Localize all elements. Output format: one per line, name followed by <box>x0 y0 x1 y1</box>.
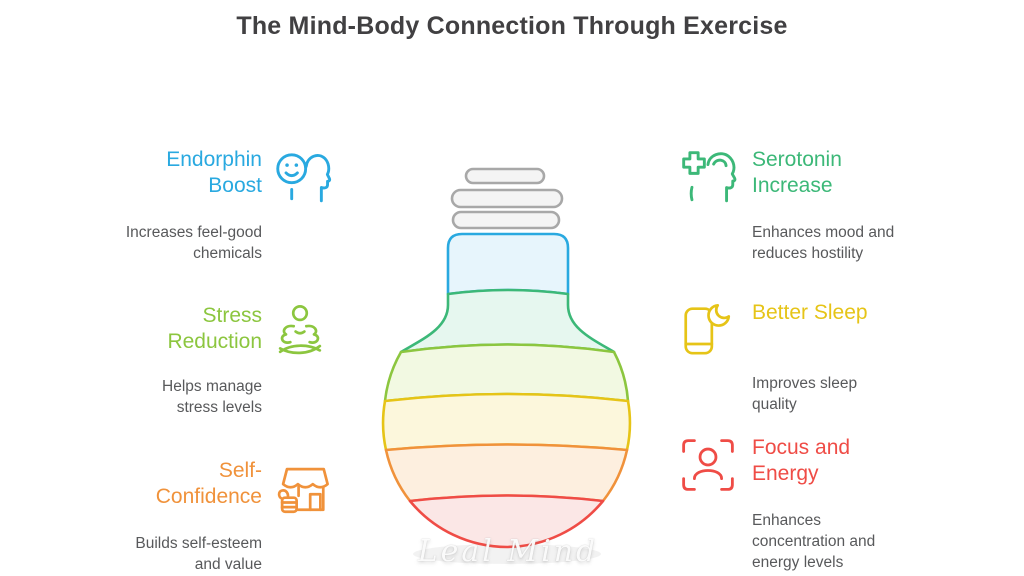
item-description: Builds self-esteem and value <box>135 535 262 573</box>
item-description: Increases feel-good chemicals <box>125 224 262 262</box>
item-description: Helps manage stress levels <box>162 378 262 416</box>
bulb-band-red <box>408 494 605 549</box>
meditating-person-icon <box>270 303 336 361</box>
bulb-band-blue <box>446 232 570 296</box>
item-stress-reduction: Stress Reduction Helps manage stress lev… <box>98 303 336 418</box>
item-better-sleep: Better Sleep Improves sleep quality <box>678 300 930 415</box>
head-with-smiley-face-icon <box>270 147 336 207</box>
person-in-focus-frame-icon <box>678 435 738 495</box>
item-description: Enhances mood and reduces hostility <box>752 224 895 262</box>
bulb-shadow <box>413 544 601 564</box>
item-heading: Focus and Energy <box>752 436 851 485</box>
bulb-base <box>450 167 564 230</box>
bulb-base-bar <box>451 210 561 230</box>
bulb-band-yellow-green <box>383 343 630 403</box>
item-heading: Better Sleep <box>752 301 868 324</box>
lightbulb-graphic <box>381 167 632 564</box>
item-heading: Stress Reduction <box>167 304 262 353</box>
item-serotonin-increase: Serotonin Increase Enhances mood and red… <box>678 147 930 264</box>
storefront-with-thumbs-up-icon <box>270 458 336 518</box>
item-heading: Self- Confidence <box>155 459 262 508</box>
head-with-plus-icon <box>678 147 738 207</box>
item-heading: Endorphin Boost <box>166 148 262 197</box>
item-description: Enhances concentration and energy levels <box>752 512 876 571</box>
item-description: Improves sleep quality <box>752 375 858 413</box>
phone-with-moon-icon <box>678 300 738 358</box>
bulb-band-yellow <box>381 392 632 452</box>
bulb-base-bar <box>450 188 564 209</box>
item-endorphin-boost: Endorphin Boost Increases feel-good chem… <box>98 147 336 264</box>
item-heading: Serotonin Increase <box>752 148 842 197</box>
page-title: The Mind-Body Connection Through Exercis… <box>236 12 788 40</box>
bulb-base-bar <box>464 167 546 185</box>
item-focus-and-energy: Focus and Energy Enhances concentration … <box>678 435 930 573</box>
bulb-band-green <box>399 288 616 354</box>
bulb-bands <box>381 232 632 549</box>
bulb-band-orange <box>384 443 629 503</box>
item-self-confidence: Self- Confidence Builds self-esteem and … <box>98 458 336 575</box>
